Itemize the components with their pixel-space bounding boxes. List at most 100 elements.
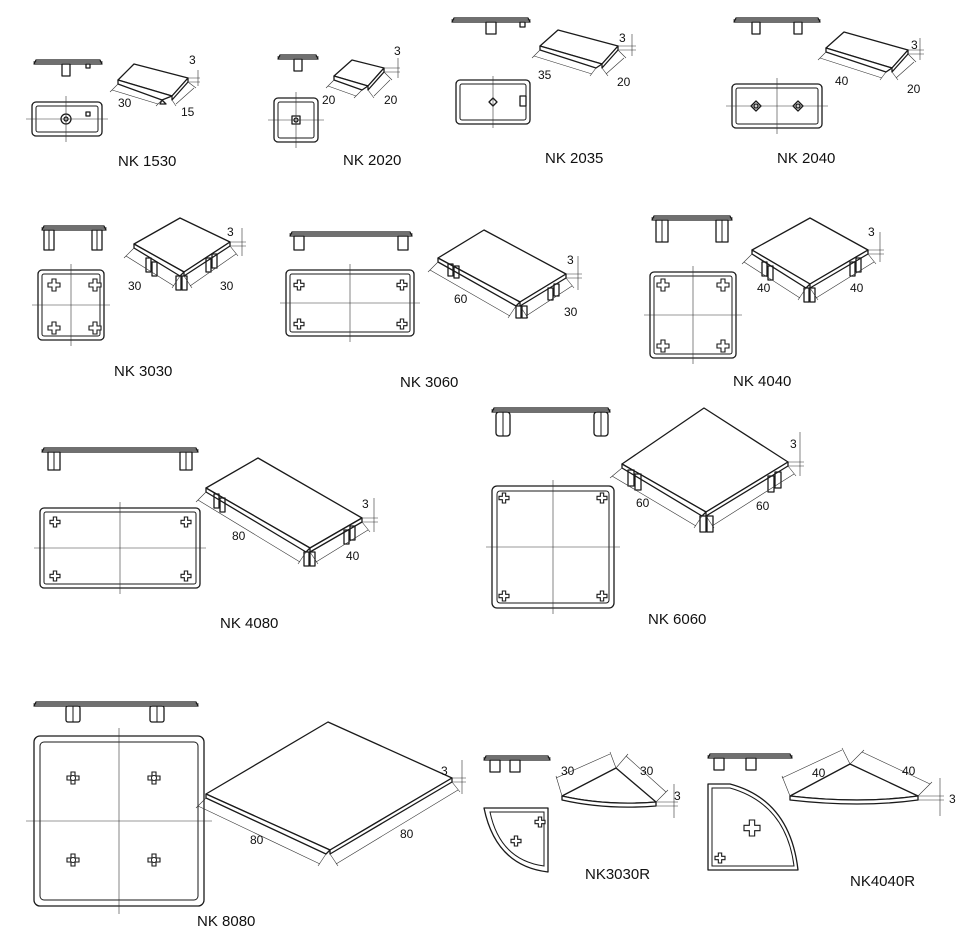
label-nk6060: NK 6060 [648,611,707,628]
dim-depth: 40 [902,764,916,778]
dim-width: 80 [250,833,264,847]
dim-height: 3 [868,225,875,239]
dim-depth: 60 [756,499,770,513]
dim-width: 20 [322,93,336,107]
label-nk1530: NK 1530 [118,153,177,170]
cross-leg-icon [47,278,61,292]
iso-view [609,407,804,533]
part-nk6060: 60 60 3 [486,407,804,614]
cross-leg-icon [596,590,608,602]
top-view [726,78,828,134]
dim-width: 80 [232,529,246,543]
dim-depth: 40 [850,281,864,295]
cross-leg-icon [47,321,61,335]
cross-leg-icon [498,590,510,602]
top-view [486,480,620,614]
top-view [32,264,110,346]
dim-height: 3 [911,38,918,52]
cross-leg-icon [49,570,61,582]
cross-leg-icon [534,816,546,828]
dim-height: 3 [949,792,956,806]
iso-view [195,721,466,867]
dim-width: 40 [757,281,771,295]
cross-leg-icon [656,339,670,353]
cross-leg-icon [396,318,408,330]
dim-width: 30 [118,96,132,110]
dim-depth: 30 [220,279,234,293]
dim-height: 3 [227,225,234,239]
side-view [289,231,413,251]
label-nk2040: NK 2040 [777,150,836,167]
iso-view [741,217,884,303]
cross-leg-icon [88,278,102,292]
top-view [34,502,206,594]
dim-depth: 30 [564,305,578,319]
dim-width: 60 [636,496,650,510]
cross-leg-icon [396,279,408,291]
dim-width: 60 [454,292,468,306]
part-nk2035: 35 20 3 [451,17,636,128]
iso-view [781,747,944,816]
dim-depth: 20 [384,93,398,107]
part-nk2040: 40 20 3 [726,17,924,134]
part-nk4040r: 40 40 3 [707,747,956,871]
top-view [268,92,324,148]
top-view [455,76,531,128]
part-nk2020: 20 20 3 [268,44,401,148]
cross-leg-icon [180,570,192,582]
insert-markers [47,278,761,867]
cross-leg-icon [293,279,305,291]
iso-view [531,29,636,77]
part-nk8080: 80 80 3 [26,701,466,914]
cross-leg-icon [743,819,761,837]
label-nk8080: NK 8080 [197,913,256,930]
label-nk2035: NK 2035 [545,150,604,167]
side-view [33,59,103,77]
side-view [33,701,199,723]
side-view [733,17,821,35]
label-nk3060: NK 3060 [400,374,459,391]
cross-leg-icon [656,278,670,292]
top-view [280,264,420,342]
side-view [707,753,793,771]
dim-depth: 20 [617,75,631,89]
dim-width: 40 [812,766,826,780]
dim-height: 3 [362,497,369,511]
part-nk1530: 30 15 3 [26,53,200,142]
dim-height: 3 [441,764,448,778]
part-nk3030: 30 30 3 [32,217,246,346]
side-view [277,54,319,72]
dim-depth: 40 [346,549,360,563]
top-view [26,96,108,142]
side-view [491,407,611,437]
dim-width: 35 [538,68,552,82]
cross-leg-icon [293,318,305,330]
side-view [483,755,551,773]
dim-height: 3 [567,253,574,267]
cross-leg-icon [714,852,726,864]
dim-height: 3 [619,31,626,45]
screw-hole-icon [70,775,76,781]
iso-view [817,31,924,81]
label-nk4040: NK 4040 [733,373,792,390]
dim-height: 3 [674,789,681,803]
cross-leg-icon [49,516,61,528]
cross-leg-icon [180,516,192,528]
side-view [41,225,107,251]
screw-hole-icon [151,857,157,863]
label-nk2020: NK 2020 [343,152,402,169]
iso-view [555,751,678,818]
dim-depth: 15 [181,105,195,119]
part-nk4080: 80 40 3 [34,447,378,594]
part-nk3030r: 30 30 3 [483,751,681,873]
cross-leg-icon [716,339,730,353]
label-nk4080: NK 4080 [220,615,279,632]
cross-leg-icon [88,321,102,335]
side-view [451,17,531,35]
cross-leg-icon [716,278,730,292]
label-nk3030: NK 3030 [114,363,173,380]
cross-leg-icon [498,492,510,504]
label-nk3030r: NK3030R [585,866,651,883]
iso-view [427,229,582,319]
